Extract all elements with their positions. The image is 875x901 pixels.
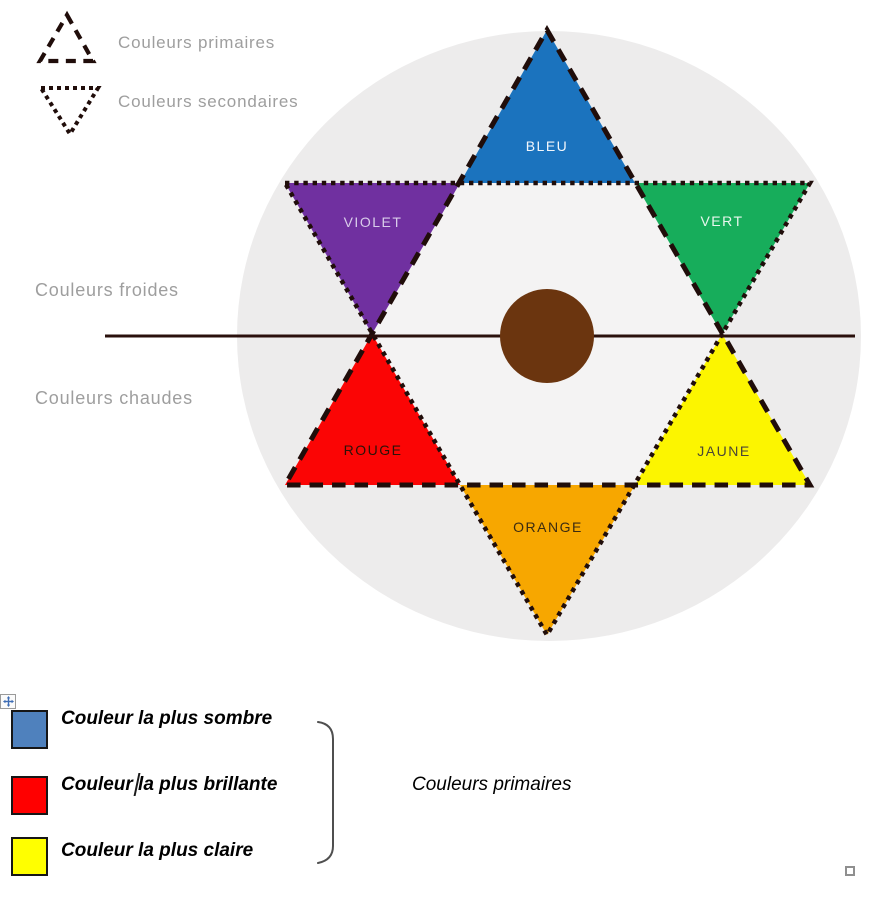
- label-vert: VERT: [700, 213, 743, 229]
- triangle-rouge[interactable]: [285, 334, 460, 485]
- four-way-arrow-icon: [2, 696, 14, 707]
- triangle-violet[interactable]: [285, 183, 460, 334]
- primary-triangle-outline: [280, 24, 815, 488]
- swatch-label-darkest: Couleur la plus sombre: [61, 708, 273, 729]
- secondary-triangle-outline: [281, 180, 814, 640]
- label-jaune: JAUNE: [697, 443, 750, 459]
- swatch-label-lightest: Couleur la plus claire: [61, 840, 254, 861]
- swatch-blue[interactable]: [11, 710, 48, 749]
- secondary-triangle-legend-icon: [37, 86, 102, 138]
- swatch-red[interactable]: [11, 776, 48, 815]
- legend-primary-label: Couleurs primaires: [118, 33, 275, 52]
- triangle-orange[interactable]: [460, 485, 635, 635]
- cold-colors-label: Couleurs froides: [35, 280, 179, 300]
- group-label-primary-colors: Couleurs primaires: [412, 774, 572, 795]
- swatch-yellow[interactable]: [11, 837, 48, 876]
- resize-handle-icon[interactable]: [845, 866, 855, 876]
- triangle-bleu[interactable]: [460, 30, 635, 183]
- label-rouge: ROUGE: [344, 442, 403, 458]
- warm-colors-label: Couleurs chaudes: [35, 388, 193, 408]
- center-brown-circle[interactable]: [500, 289, 594, 383]
- group-bracket: [317, 721, 334, 864]
- swatch-label-brightest: Couleur la plus brillante: [61, 774, 278, 795]
- triangle-vert[interactable]: [635, 183, 810, 334]
- label-orange: ORANGE: [513, 519, 583, 535]
- primary-triangle-legend-icon: [36, 10, 97, 64]
- triangle-jaune[interactable]: [635, 334, 810, 485]
- move-handle-icon[interactable]: [0, 694, 16, 709]
- legend-secondary-label: Couleurs secondaires: [118, 92, 298, 111]
- label-violet: VIOLET: [344, 214, 403, 230]
- label-bleu: BLEU: [526, 138, 569, 154]
- color-wheel-diagram: BLEU VIOLET VERT ROUGE JAUNE ORANGE Coul…: [35, 10, 861, 641]
